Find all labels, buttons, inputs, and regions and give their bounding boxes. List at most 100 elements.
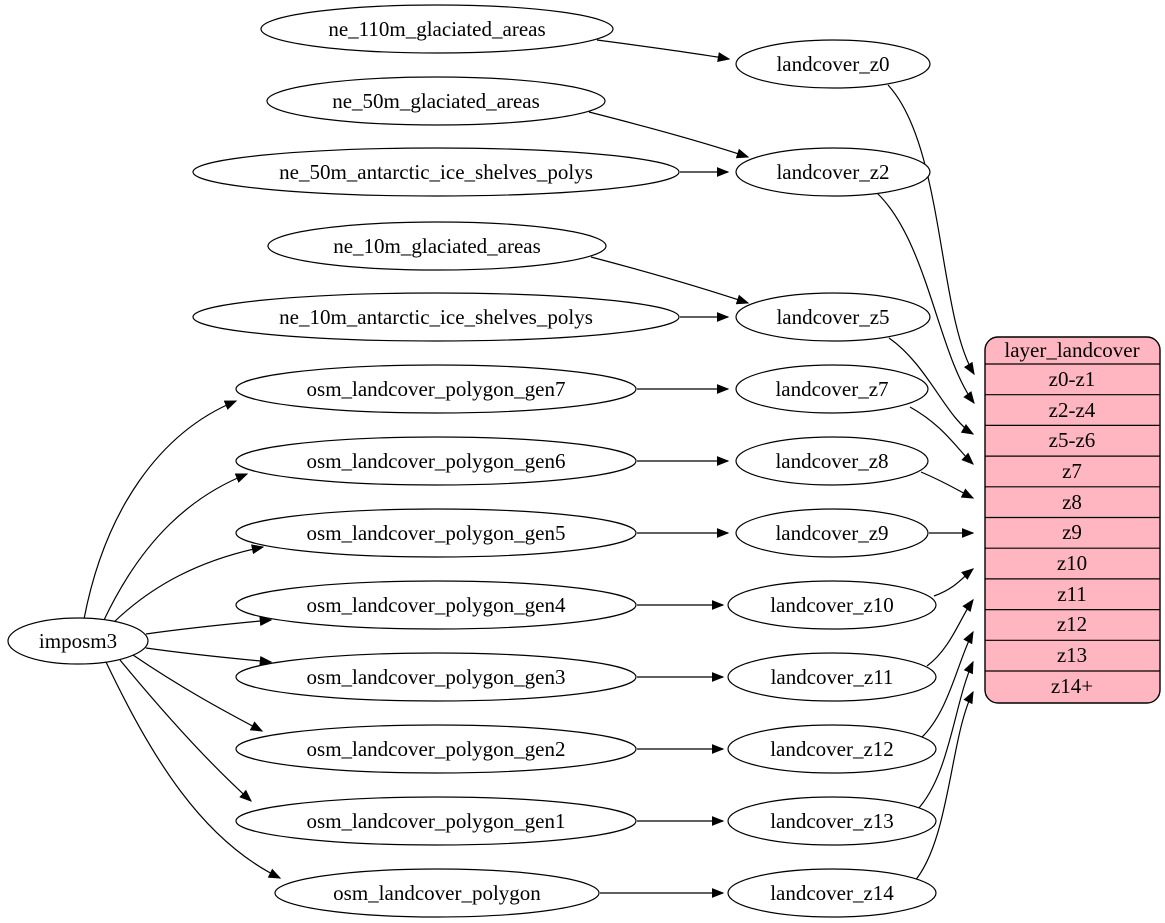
node-ellipse xyxy=(727,580,937,630)
node-ellipse xyxy=(267,221,607,271)
node-label: ne_50m_antarctic_ice_shelves_polys xyxy=(279,160,593,184)
node-ellipse xyxy=(274,868,600,918)
node-landcover-z8: landcover_z8 xyxy=(735,436,929,486)
node-ellipse xyxy=(735,39,931,89)
table-row-z7: z7 xyxy=(1062,459,1082,483)
node-label: landcover_z5 xyxy=(776,305,889,329)
node-label: landcover_z14 xyxy=(770,881,894,905)
node-label: osm_landcover_polygon_gen5 xyxy=(307,521,566,545)
table-row-z10: z10 xyxy=(1057,551,1087,575)
edge-ne_50m_glaciated_areas-to-landcover_z2 xyxy=(588,111,750,159)
edge-landcover_z14-to-row-z14 xyxy=(913,690,974,883)
node-landcover-z11: landcover_z11 xyxy=(727,652,937,702)
edge-imposm3-to-osm_landcover_polygon_gen2 xyxy=(132,654,264,732)
node-ne-50m-glaciated-areas: ne_50m_glaciated_areas xyxy=(266,76,606,126)
node-label: imposm3 xyxy=(39,629,117,653)
node-label: landcover_z13 xyxy=(770,809,894,833)
node-label: landcover_z7 xyxy=(775,377,888,401)
node-label: landcover_z10 xyxy=(770,593,894,617)
node-ellipse xyxy=(735,147,931,197)
node-ellipse xyxy=(192,147,680,197)
edge-landcover_z5-to-row-z5-z6 xyxy=(888,337,975,435)
node-osm-landcover-polygon: osm_landcover_polygon xyxy=(274,868,600,918)
node-ellipse xyxy=(235,436,637,486)
table-row-z2-z4: z2-z4 xyxy=(1049,398,1096,422)
node-landcover-z12: landcover_z12 xyxy=(727,724,937,774)
node-label: osm_landcover_polygon_gen2 xyxy=(307,737,566,761)
node-label: osm_landcover_polygon_gen6 xyxy=(307,449,566,473)
node-ellipse xyxy=(235,580,637,630)
node-label: osm_landcover_polygon xyxy=(333,881,541,905)
table-row-z0-z1: z0-z1 xyxy=(1049,367,1096,391)
edge-landcover_z8-to-row-z8 xyxy=(920,471,975,499)
node-landcover-z10: landcover_z10 xyxy=(727,580,937,630)
node-ellipse xyxy=(735,508,929,558)
node-osm-landcover-polygon-gen3: osm_landcover_polygon_gen3 xyxy=(235,652,637,702)
table-row-z14: z14+ xyxy=(1051,674,1093,698)
node-ellipse xyxy=(266,76,606,126)
edge-imposm3-to-osm_landcover_polygon_gen7 xyxy=(83,400,238,620)
node-label: osm_landcover_polygon_gen1 xyxy=(307,809,566,833)
node-label: ne_110m_glaciated_areas xyxy=(328,17,545,41)
edge-imposm3-to-osm_landcover_polygon xyxy=(105,661,282,879)
edge-layer xyxy=(83,39,975,899)
edge-imposm3-to-osm_landcover_polygon_gen4 xyxy=(145,616,273,635)
node-osm-landcover-polygon-gen5: osm_landcover_polygon_gen5 xyxy=(235,508,637,558)
table-row-z11: z11 xyxy=(1057,582,1087,606)
node-ellipse xyxy=(235,508,637,558)
node-ellipse xyxy=(7,617,149,665)
node-ne-10m-antarctic-ice-shelves-polys: ne_10m_antarctic_ice_shelves_polys xyxy=(192,292,680,342)
node-label: landcover_z11 xyxy=(771,665,894,689)
table-row-z13: z13 xyxy=(1057,643,1087,667)
edge-landcover_z12-to-row-z12 xyxy=(920,630,974,739)
edge-imposm3-to-osm_landcover_polygon_gen1 xyxy=(119,659,252,802)
node-landcover-z2: landcover_z2 xyxy=(735,147,931,197)
node-label: landcover_z9 xyxy=(775,521,888,545)
node-ellipse xyxy=(260,4,614,54)
node-label: osm_landcover_polygon_gen7 xyxy=(307,377,566,401)
node-label: landcover_z2 xyxy=(776,160,889,184)
edge-imposm3-to-osm_landcover_polygon_gen3 xyxy=(145,647,273,666)
node-landcover-z5: landcover_z5 xyxy=(735,292,931,342)
node-ne-10m-glaciated-areas: ne_10m_glaciated_areas xyxy=(267,221,607,271)
node-landcover-z0: landcover_z0 xyxy=(735,39,931,89)
node-ellipse xyxy=(235,364,637,414)
node-landcover-z14: landcover_z14 xyxy=(727,868,937,918)
node-osm-landcover-polygon-gen4: osm_landcover_polygon_gen4 xyxy=(235,580,637,630)
table-row-z12: z12 xyxy=(1057,612,1087,636)
edge-imposm3-to-osm_landcover_polygon_gen6 xyxy=(103,473,249,621)
node-landcover-z9: landcover_z9 xyxy=(735,508,929,558)
table-outline xyxy=(984,336,1161,704)
edge-landcover_z0-to-row-z0-z1 xyxy=(887,84,975,376)
node-ellipse xyxy=(735,364,929,414)
node-ellipse xyxy=(727,652,937,702)
node-label: landcover_z8 xyxy=(775,449,888,473)
edge-landcover_z7-to-row-z7 xyxy=(909,406,974,465)
node-landcover-z7: landcover_z7 xyxy=(735,364,929,414)
node-ellipse xyxy=(735,436,929,486)
edge-landcover_z10-to-row-z10 xyxy=(933,568,975,597)
node-ellipse xyxy=(235,652,637,702)
node-label: ne_10m_glaciated_areas xyxy=(333,234,541,258)
node-ellipse xyxy=(192,292,680,342)
table-row-z8: z8 xyxy=(1062,490,1082,514)
node-label: landcover_z0 xyxy=(776,52,889,76)
edge-landcover_z13-to-row-z13 xyxy=(916,660,974,811)
edge-landcover_z2-to-row-z2-z4 xyxy=(876,192,975,405)
table-title: layer_landcover xyxy=(1004,338,1139,362)
node-imposm3: imposm3 xyxy=(7,617,149,665)
edge-ne_10m_glaciated_areas-to-landcover_z5 xyxy=(590,256,750,305)
node-ellipse xyxy=(235,796,637,846)
edge-imposm3-to-osm_landcover_polygon_gen5 xyxy=(111,544,265,625)
node-ne-110m-glaciated-areas: ne_110m_glaciated_areas xyxy=(260,4,614,54)
table-row-z9: z9 xyxy=(1062,520,1082,544)
node-label: osm_landcover_polygon_gen3 xyxy=(307,665,566,689)
edge-ne_110m_glaciated_areas-to-landcover_z0 xyxy=(596,39,731,62)
node-osm-landcover-polygon-gen2: osm_landcover_polygon_gen2 xyxy=(235,724,637,774)
node-osm-landcover-polygon-gen7: osm_landcover_polygon_gen7 xyxy=(235,364,637,414)
node-label: ne_10m_antarctic_ice_shelves_polys xyxy=(279,305,593,329)
node-ellipse xyxy=(727,724,937,774)
node-ne-50m-antarctic-ice-shelves-polys: ne_50m_antarctic_ice_shelves_polys xyxy=(192,147,680,197)
node-osm-landcover-polygon-gen6: osm_landcover_polygon_gen6 xyxy=(235,436,637,486)
